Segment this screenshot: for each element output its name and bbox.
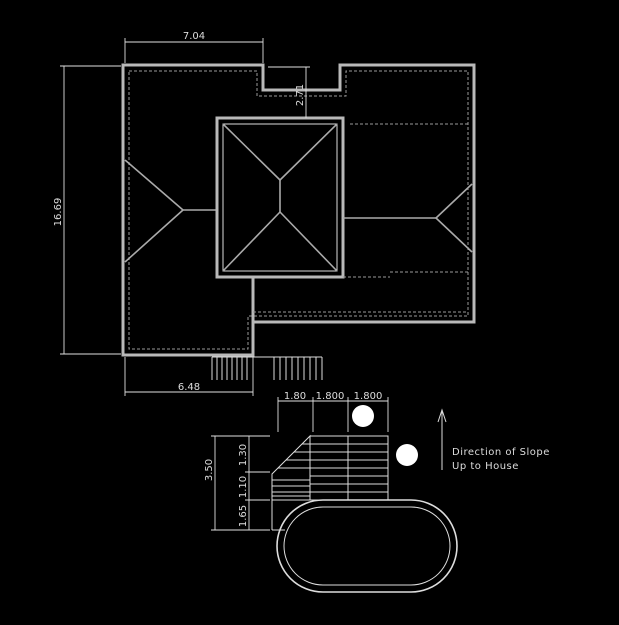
house-outer-wall (121, 63, 476, 357)
dim-overall-length-label: 16.69 (53, 198, 64, 227)
dim-pad-h2-label: 1.10 (238, 476, 249, 498)
dim-top-width-label: 7.04 (183, 31, 205, 42)
house-plan: 7.04 2.71 16.69 6.48 (53, 31, 476, 396)
slope-note-line2: Up to House (452, 461, 519, 472)
dim-bottom-width: 6.48 (124, 357, 254, 396)
deck-pad (271, 434, 389, 531)
dim-step-gap: 2.71 (268, 66, 310, 118)
dim-pad-h3-label: 1.65 (238, 505, 249, 527)
tree-symbol (352, 405, 374, 427)
dim-pad-w2-label: 1.800 (316, 391, 345, 402)
patio-pool-plan: 1.80 1.800 1.800 (204, 391, 550, 593)
central-hip-roof (215, 116, 345, 279)
dim-overall-length: 16.69 (53, 65, 121, 355)
slope-arrow-icon (437, 408, 447, 470)
slope-note-line1: Direction of Slope (452, 447, 550, 458)
dim-pad-widths: 1.80 1.800 1.800 (277, 391, 389, 432)
dim-bottom-width-label: 6.48 (178, 382, 200, 393)
swimming-pool (276, 499, 458, 593)
tree-symbol (396, 444, 418, 466)
dim-step-gap-label: 2.71 (295, 84, 306, 106)
dim-pad-w1-label: 1.80 (284, 391, 306, 402)
dim-pad-heights: 3.50 1.30 1.10 1.65 (204, 435, 270, 531)
house-inner-dashed-line (128, 70, 469, 350)
dim-pad-total-label: 3.50 (204, 459, 215, 481)
dim-pad-w3-label: 1.800 (354, 391, 383, 402)
right-wing-roof (343, 123, 473, 278)
dim-pad-h1-label: 1.30 (238, 444, 249, 466)
left-wing-roof (124, 159, 217, 263)
entry-steps (211, 356, 323, 380)
dim-top-width: 7.04 (124, 31, 264, 63)
